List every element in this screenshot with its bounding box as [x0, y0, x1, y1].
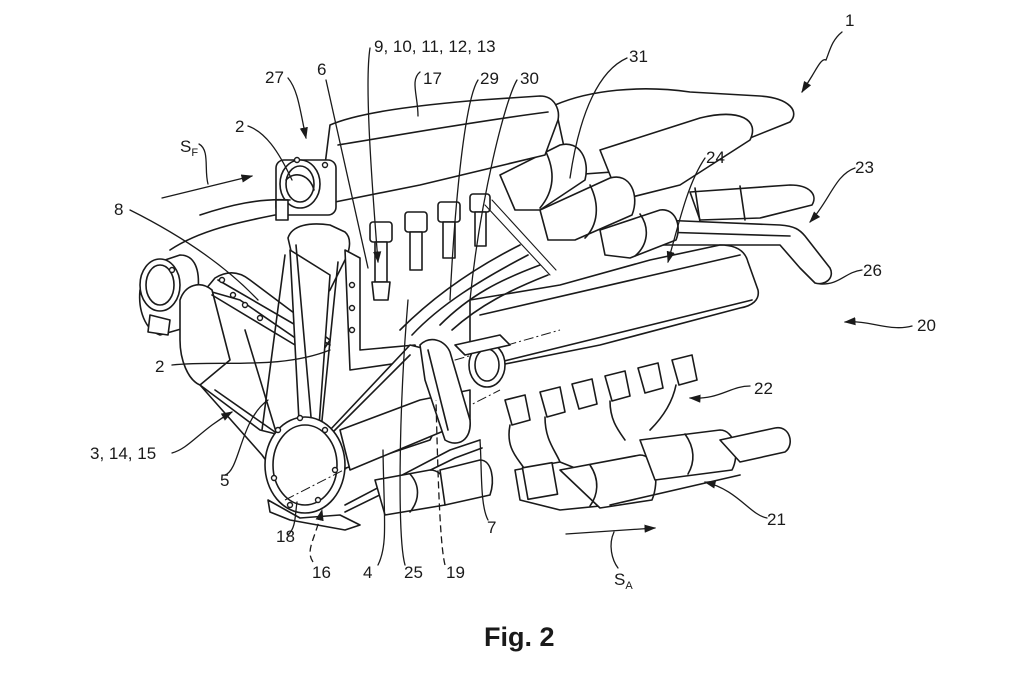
label-5: 5 [220, 471, 229, 490]
exhaust-flow-arrow [565, 524, 657, 535]
leader-sa [610, 531, 619, 569]
label-31: 31 [629, 47, 648, 66]
leader-21 [703, 480, 768, 519]
label-4: 4 [363, 563, 372, 582]
exhaust-upper-pipes [499, 88, 833, 285]
label-2-top: 2 [235, 117, 244, 136]
label-19: 19 [446, 563, 465, 582]
leader-2-left [171, 349, 331, 366]
leader-9-13 [367, 47, 382, 264]
engine-front [179, 223, 501, 531]
leader-5 [224, 399, 269, 476]
label-17: 17 [423, 69, 442, 88]
label-26: 26 [863, 261, 882, 280]
leader-2-top [247, 125, 293, 181]
leader-1 [801, 31, 843, 93]
leader-4 [377, 449, 386, 566]
label-16: 16 [312, 563, 331, 582]
leader-16 [309, 508, 324, 563]
leader-6 [325, 79, 369, 269]
leader-22 [688, 385, 751, 403]
label-20: 20 [917, 316, 936, 335]
leader-26 [819, 269, 863, 285]
intake-plenum [319, 95, 560, 206]
label-1: 1 [845, 11, 854, 30]
label-24: 24 [706, 148, 725, 167]
label-23: 23 [855, 158, 874, 177]
label-29: 29 [480, 69, 499, 88]
label-fresh-air-flow: SF [180, 137, 198, 159]
label-2-left: 2 [155, 357, 164, 376]
leader-24 [666, 157, 706, 264]
reference-labels: 1 27 2 6 9, 10, 11, 12, 13 17 29 30 31 2… [90, 11, 936, 592]
label-30: 30 [520, 69, 539, 88]
fresh-air-flow-arrow [161, 174, 254, 199]
label-7: 7 [487, 518, 496, 537]
label-9-13: 9, 10, 11, 12, 13 [374, 37, 496, 56]
leader-29 [449, 79, 479, 301]
label-22: 22 [754, 379, 773, 398]
label-27: 27 [265, 68, 284, 87]
leader-20 [843, 317, 913, 329]
leader-7 [479, 439, 489, 521]
figure-caption: Fig. 2 [484, 622, 555, 652]
leader-sf [198, 143, 209, 185]
leader-lines [129, 31, 913, 569]
leader-31 [569, 57, 628, 179]
throttle-body-upper [275, 156, 337, 221]
label-8: 8 [114, 200, 123, 219]
label-3-14-15: 3, 14, 15 [90, 444, 156, 463]
leader-17 [414, 71, 421, 117]
label-6: 6 [317, 60, 326, 79]
leader-18 [287, 501, 298, 536]
leader-19 [435, 399, 446, 566]
leader-27 [287, 77, 308, 140]
label-18: 18 [276, 527, 295, 546]
leader-30 [469, 79, 518, 301]
leader-23 [809, 167, 856, 223]
exhaust-manifold-right [454, 334, 791, 511]
label-25: 25 [404, 563, 423, 582]
leader-3-14-15 [171, 411, 234, 454]
leader-8 [129, 209, 259, 301]
leader-25 [399, 299, 409, 566]
label-exhaust-flow: SA [614, 570, 633, 592]
label-21: 21 [767, 510, 786, 529]
